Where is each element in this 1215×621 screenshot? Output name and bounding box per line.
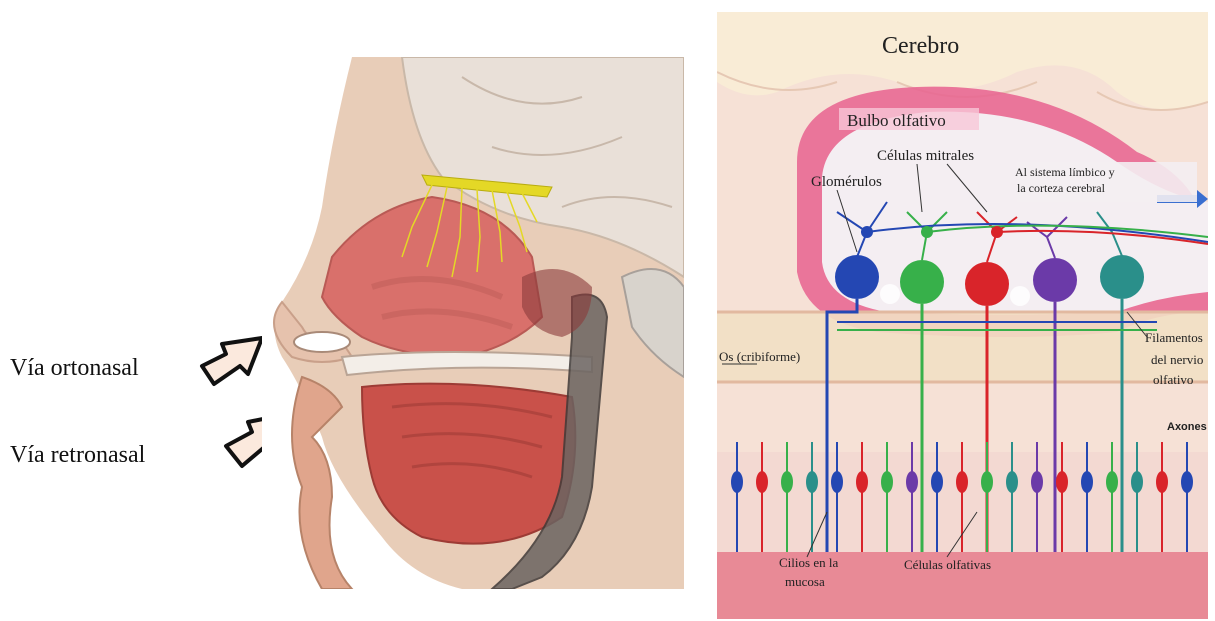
retronasal-label: Vía retronasal (10, 442, 145, 469)
label-filamentos-line2: del nervio (1151, 352, 1203, 367)
label-celulas-olfativas: Células olfativas (904, 557, 991, 572)
label-cerebro: Cerebro (882, 33, 959, 59)
olfactory-bulb-diagram: Cerebro Bulbo olfativo Células mitrales … (717, 12, 1208, 619)
orthonasal-arrow (192, 326, 272, 396)
label-os-cribiforme: Os (cribiforme) (719, 349, 800, 364)
label-filamentos-line1: Filamentos (1145, 330, 1203, 345)
orthonasal-label: Vía ortonasal (10, 355, 139, 382)
label-cilios-line1: Cilios en la (779, 555, 838, 570)
label-axones: Axones (1167, 421, 1207, 433)
label-celulas-mitrales: Células mitrales (877, 148, 974, 164)
label-filamentos-line3: olfativo (1153, 372, 1193, 387)
label-bulbo-olfativo: Bulbo olfativo (847, 111, 946, 130)
label-limbic-line2: la corteza cerebral (1017, 181, 1106, 195)
head-cross-section-illustration (262, 57, 684, 589)
label-glomerulos: Glomérulos (811, 174, 882, 190)
label-cilios-line2: mucosa (785, 574, 825, 589)
label-limbic-line1: Al sistema límbico y (1015, 165, 1115, 179)
